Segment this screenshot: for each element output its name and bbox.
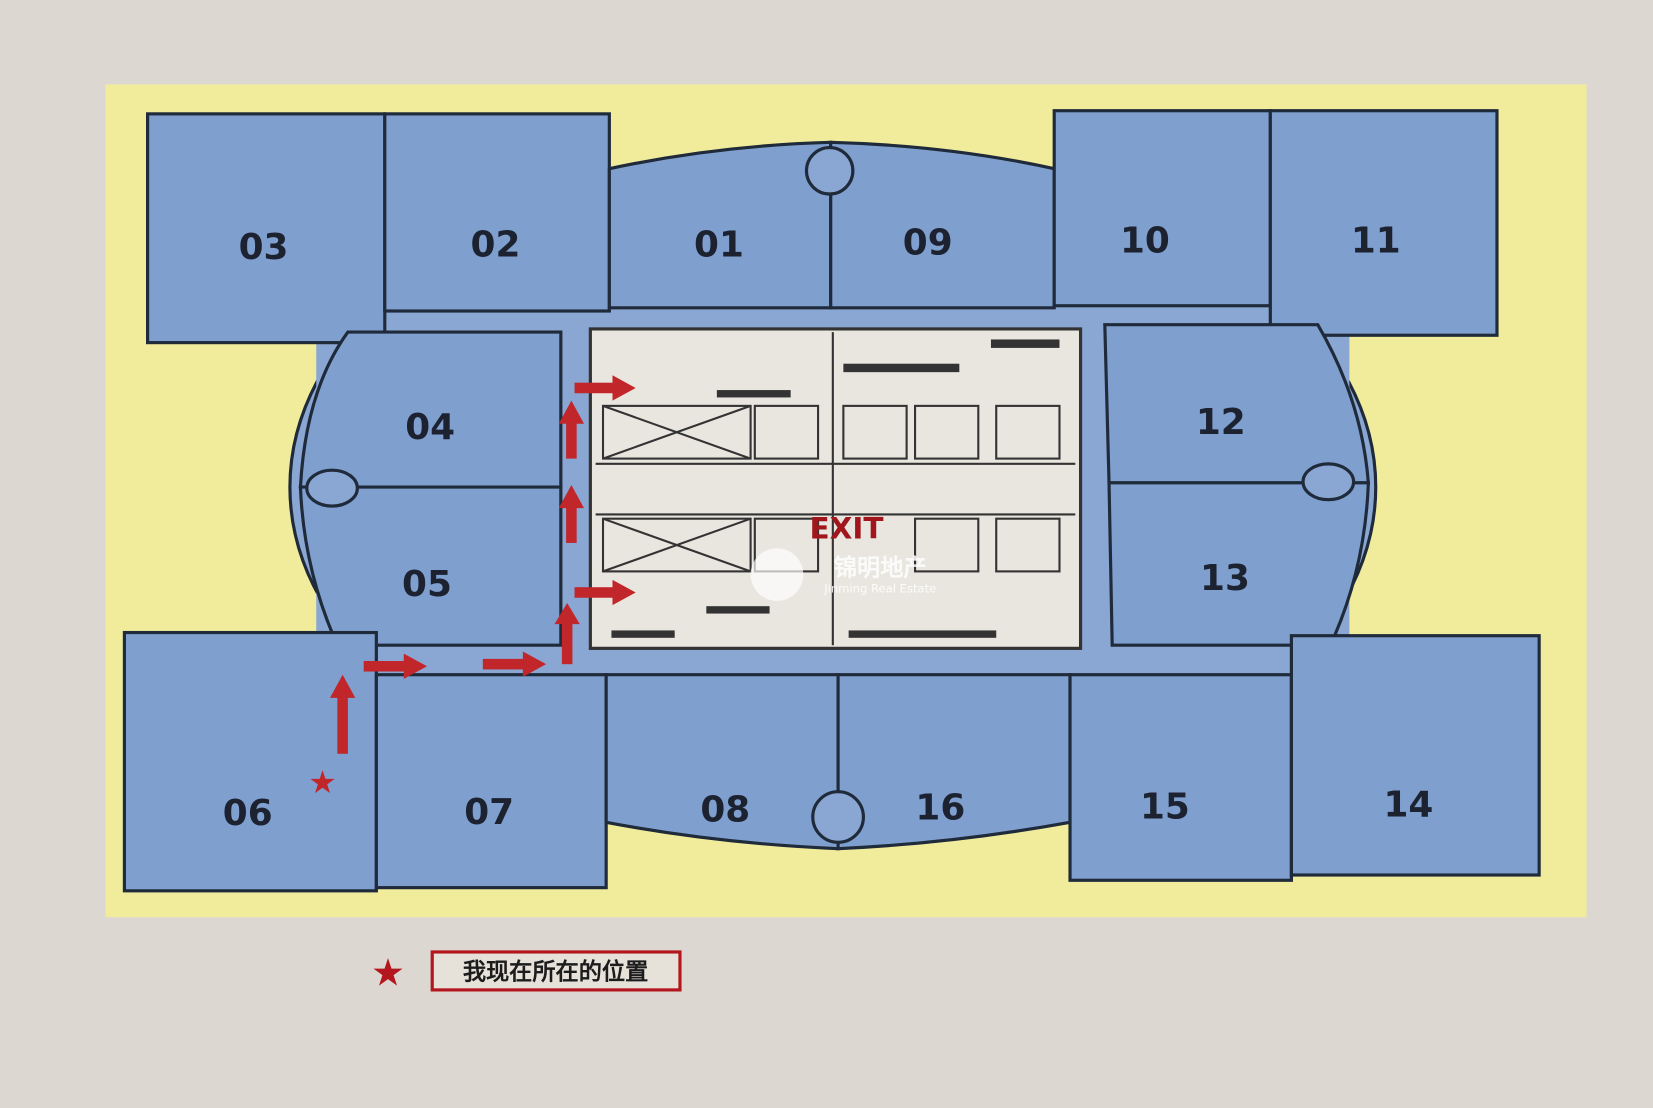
svg-text:Jinming Real Estate: Jinming Real Estate [823,581,936,595]
service-core [588,327,1083,650]
room-14[interactable]: 14 [1289,634,1541,877]
svg-text:03: 03 [239,227,289,268]
svg-text:12: 12 [1196,402,1246,443]
room-01[interactable]: 01 [607,140,833,310]
room-09[interactable]: 09 [829,140,1056,310]
svg-text:10: 10 [1120,220,1170,261]
svg-text:16: 16 [915,788,965,829]
room-04[interactable]: 04 [298,330,563,489]
room-11[interactable]: 11 [1268,109,1499,337]
svg-text:05: 05 [402,564,452,605]
svg-text:13: 13 [1200,558,1250,599]
room-06[interactable]: 06 [122,630,378,893]
room-07[interactable]: 07 [374,673,608,890]
legend: ★ 我现在所在的位置 [371,950,682,995]
room-05[interactable]: 05 [298,485,563,647]
evacuation-route [329,375,636,754]
legend-label: 我现在所在的位置 [463,958,648,985]
room-08[interactable]: 08 [604,673,840,851]
room-12[interactable]: 12 [1103,323,1371,485]
column-right [1301,462,1356,502]
svg-text:04: 04 [405,407,455,448]
exit-label: EXIT [810,512,884,546]
column-bottom [811,790,865,844]
svg-text:02: 02 [471,225,521,266]
room-03[interactable]: 03 [146,112,387,345]
room-13[interactable]: 13 [1107,481,1371,647]
room-16[interactable]: 16 [836,673,1072,851]
svg-text:09: 09 [903,223,953,264]
legend-star-icon: ★ [371,951,405,995]
svg-text:07: 07 [464,792,514,833]
svg-text:11: 11 [1351,220,1401,261]
watermark-logo: 锦明地产 Jinming Real Estate [750,548,936,601]
svg-text:08: 08 [700,790,750,831]
you-are-here-star-icon: ★ [308,765,336,801]
column-left [305,468,359,508]
column-top [804,146,855,196]
room-10[interactable]: 10 [1052,109,1272,308]
svg-text:06: 06 [223,793,273,834]
room-15[interactable]: 15 [1068,673,1293,882]
svg-text:15: 15 [1140,787,1190,828]
svg-text:01: 01 [694,225,744,266]
svg-text:锦明地产: 锦明地产 [834,555,927,582]
svg-text:14: 14 [1383,784,1433,825]
room-02[interactable]: 02 [383,112,611,313]
